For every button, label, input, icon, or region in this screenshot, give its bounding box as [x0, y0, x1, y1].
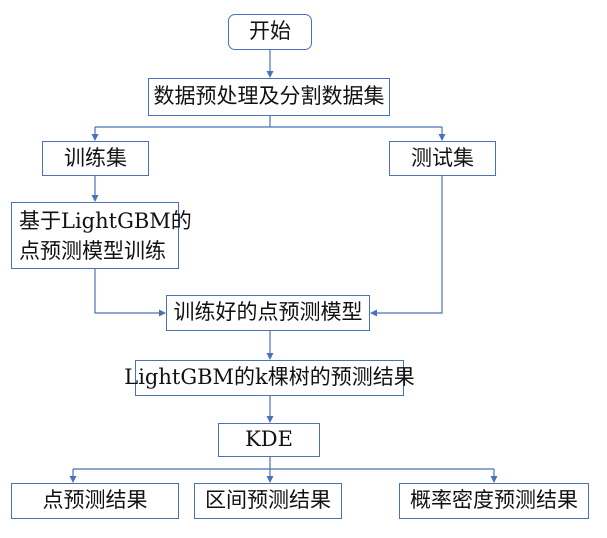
node-model-training-line2: 点预测模型训练: [19, 238, 166, 263]
arrow-test-to-trained: [370, 176, 443, 317]
node-kde-label: KDE: [245, 427, 293, 452]
arrow-model-to-trained: [94, 269, 166, 317]
node-trained-model-label: 训练好的点预测模型: [173, 300, 363, 325]
node-test-set-label: 测试集: [411, 145, 474, 170]
node-tree-predictions: LightGBM的k棵树的预测结果: [124, 360, 415, 396]
node-tree-predictions-label: LightGBM的k棵树的预测结果: [124, 365, 415, 390]
node-model-training-line1: 基于LightGBM的: [19, 208, 192, 233]
node-kde: KDE: [218, 423, 320, 457]
node-interval-result-label: 区间预测结果: [205, 488, 331, 513]
node-model-training: 基于LightGBM的 点预测模型训练: [11, 202, 192, 269]
node-point-result-label: 点预测结果: [42, 488, 148, 513]
node-train-set: 训练集: [42, 141, 149, 176]
node-interval-result: 区间预测结果: [194, 483, 342, 519]
node-preprocess-label: 数据预处理及分割数据集: [153, 84, 385, 109]
node-point-result: 点预测结果: [11, 483, 179, 519]
node-density-result-label: 概率密度预测结果: [410, 488, 578, 513]
node-test-set: 测试集: [389, 141, 496, 176]
node-density-result: 概率密度预测结果: [399, 483, 589, 519]
node-start-label: 开始: [249, 19, 291, 44]
node-preprocess: 数据预处理及分割数据集: [148, 78, 390, 116]
node-start: 开始: [228, 14, 312, 50]
node-train-set-label: 训练集: [64, 145, 127, 170]
node-trained-model: 训练好的点预测模型: [166, 295, 370, 331]
